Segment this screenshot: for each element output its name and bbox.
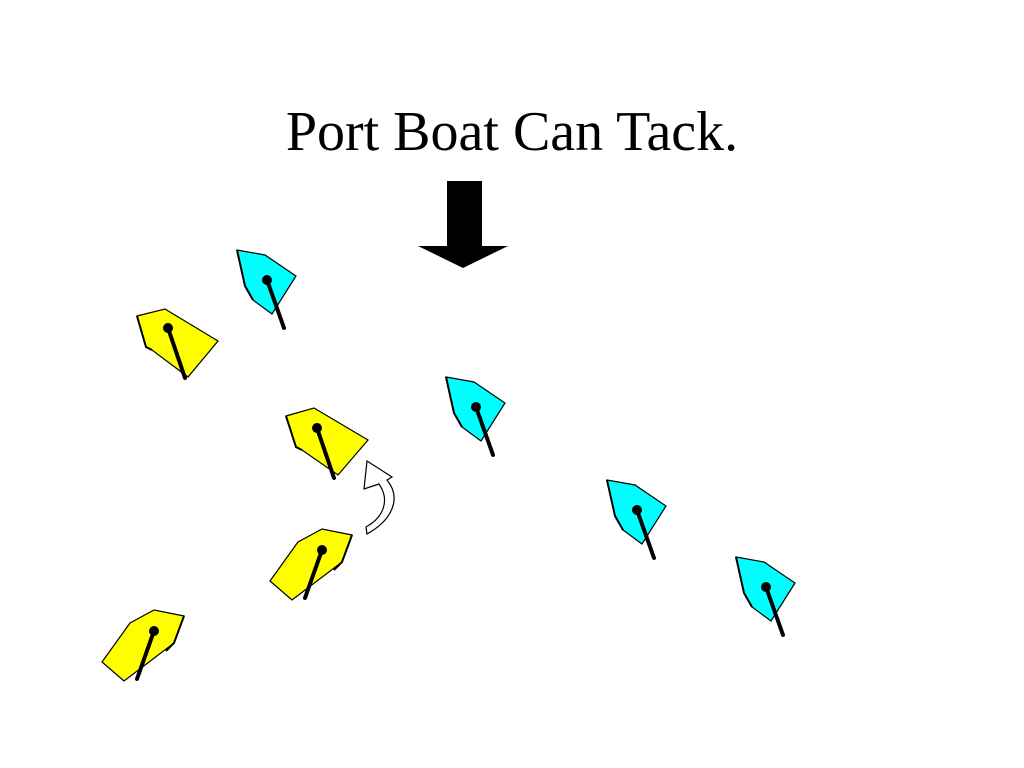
starboard-boat-4 <box>734 555 797 637</box>
starboard-boat-3 <box>605 478 668 560</box>
port-boat-3 <box>268 527 354 602</box>
starboard-boat-1 <box>235 248 298 330</box>
slide-title: Port Boat Can Tack. <box>285 101 739 163</box>
curved-arrow-icon <box>363 459 395 535</box>
port-boat-4 <box>100 608 186 683</box>
down-arrow-icon <box>418 181 508 268</box>
starboard-boat-2 <box>444 375 507 457</box>
port-boat-2 <box>285 407 369 480</box>
port-boat-1 <box>136 308 219 380</box>
